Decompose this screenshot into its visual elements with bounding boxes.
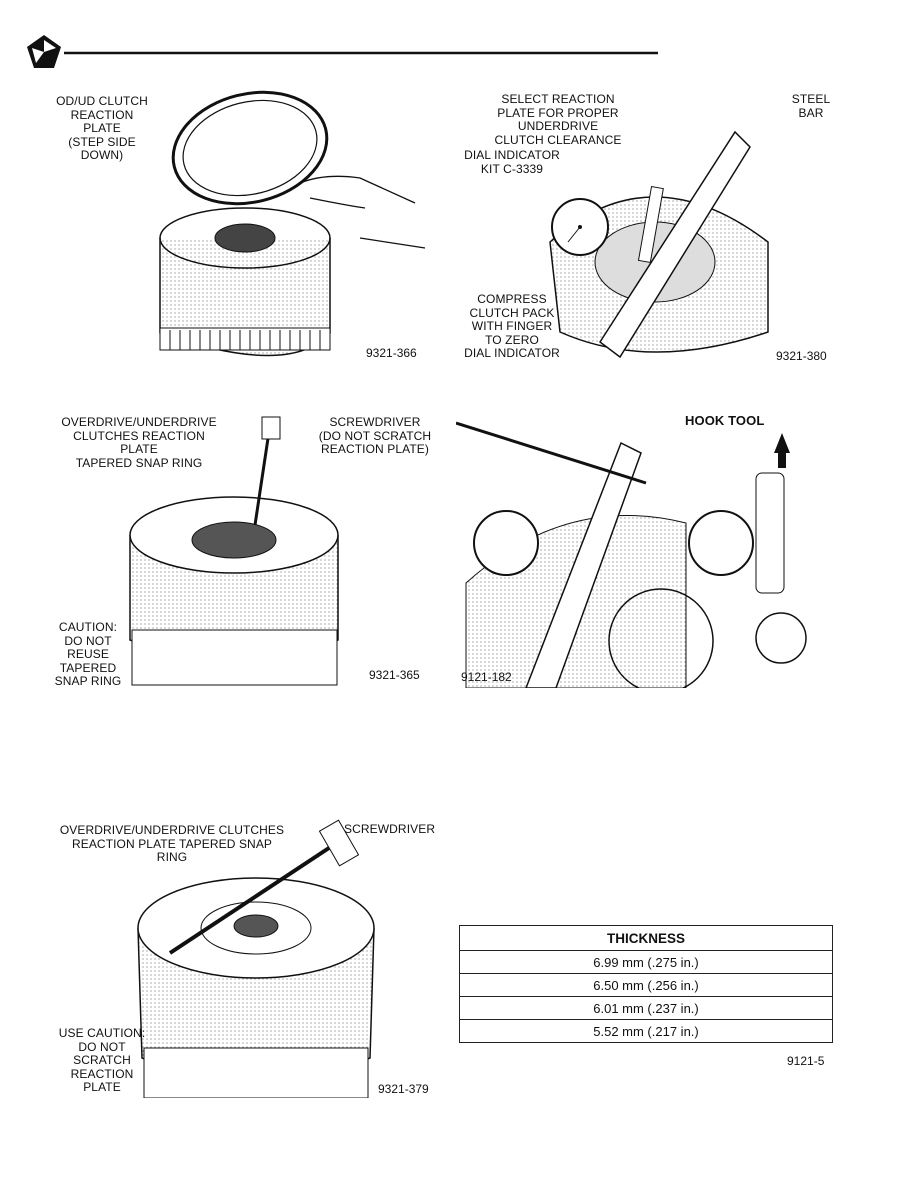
compress-clutch-label: COMPRESS CLUTCH PACK WITH FINGER TO ZERO…: [464, 292, 560, 360]
screwdriver-label: SCREWDRIVER: [344, 822, 436, 836]
table-row: 6.01 mm (.237 in.): [459, 996, 833, 1020]
figure-number: 9321-380: [776, 349, 827, 363]
figure-number: 9321-365: [369, 668, 420, 682]
thickness-table: THICKNESS 6.99 mm (.275 in.) 6.50 mm (.2…: [459, 925, 833, 1043]
figure-number: 9321-366: [366, 346, 417, 360]
dial-indicator-label: DIAL INDICATOR KIT C-3339: [464, 148, 560, 176]
select-plate-label: SELECT REACTION PLATE FOR PROPER UNDERDR…: [494, 92, 622, 147]
table-row: 5.52 mm (.217 in.): [459, 1019, 833, 1043]
hook-tool-illustration: [456, 413, 834, 688]
reaction-plate-label: OD/UD CLUTCH REACTION PLATE (STEP SIDE D…: [56, 94, 148, 162]
figure-number: 9121-5: [787, 1054, 825, 1068]
table-row: 6.99 mm (.275 in.): [459, 950, 833, 974]
clutch-reaction-plate-illustration: [159, 90, 426, 357]
snap-ring-label: OVERDRIVE/UNDERDRIVE CLUTCHES REACTION P…: [61, 415, 217, 470]
screwdriver-snap-ring-illustration: [137, 819, 375, 1098]
screwdriver-label: SCREWDRIVER (DO NOT SCRATCH REACTION PLA…: [318, 415, 432, 456]
pentastar-logo-icon: [27, 35, 658, 68]
caution-label: CAUTION: DO NOT REUSE TAPERED SNAP RING: [54, 620, 122, 688]
dial-indicator-illustration: [549, 130, 769, 359]
snap-ring-label: OVERDRIVE/UNDERDRIVE CLUTCHES REACTION P…: [59, 823, 285, 864]
hook-tool-label: HOOK TOOL: [685, 413, 765, 428]
caution-label: USE CAUTION: DO NOT SCRATCH REACTION PLA…: [58, 1026, 146, 1094]
table-header: THICKNESS: [459, 925, 833, 951]
table-row: 6.50 mm (.256 in.): [459, 973, 833, 997]
figure-number: 9121-182: [461, 670, 512, 684]
steel-bar-label: STEEL BAR: [791, 92, 831, 120]
tapered-snap-ring-illustration: [129, 416, 339, 686]
figure-number: 9321-379: [378, 1082, 429, 1096]
